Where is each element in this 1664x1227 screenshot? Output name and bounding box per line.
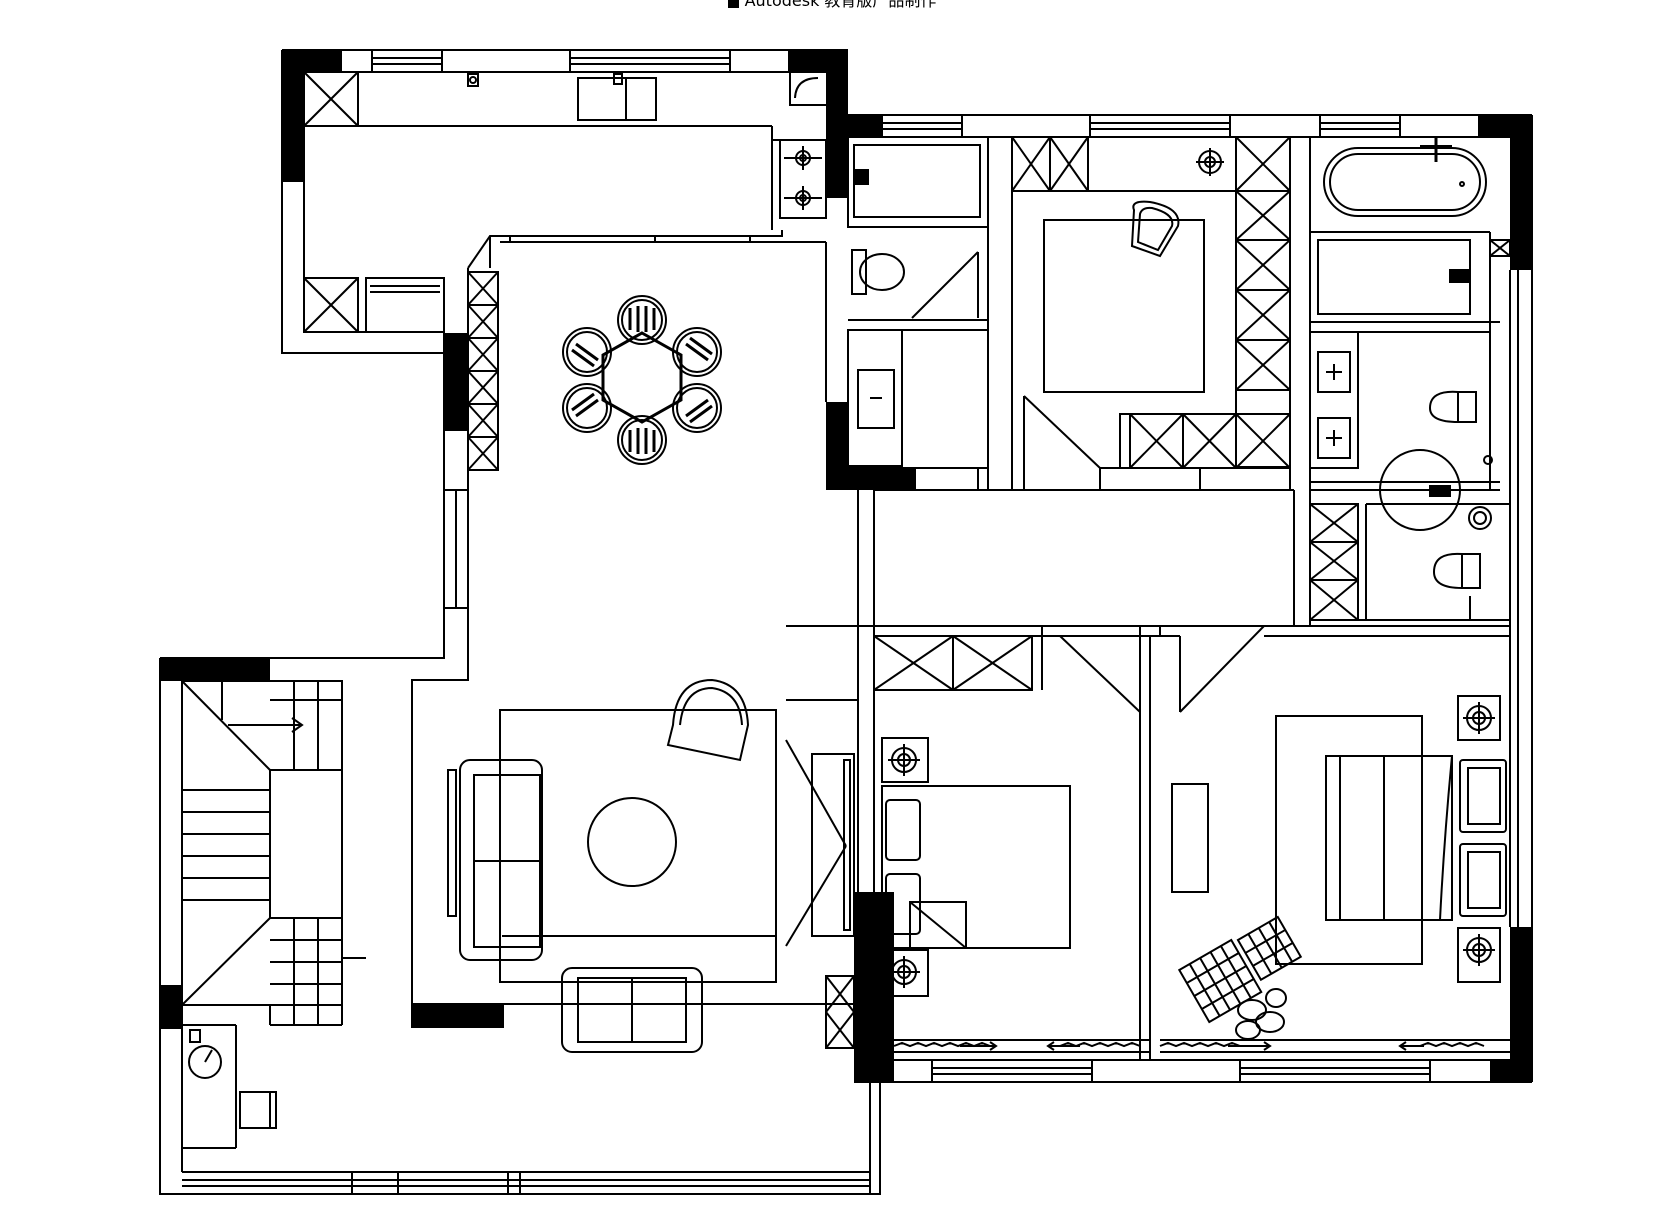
master-bathroom	[1309, 137, 1511, 531]
bathroom-1	[847, 136, 989, 490]
bedroom-top	[1011, 136, 1291, 490]
staircase	[181, 680, 366, 1149]
kitchen	[303, 71, 827, 333]
living-area	[412, 489, 1294, 1060]
outer-walls	[159, 49, 1533, 1195]
bedroom-3	[1150, 625, 1510, 1053]
dining-area	[467, 230, 827, 471]
dining-chairs	[562, 295, 722, 465]
watermark: Autodesk 教育版产品制作	[0, 0, 1664, 12]
bedroom-2	[873, 626, 1151, 1060]
bathroom-2	[1293, 490, 1510, 627]
watermark-text-wrap: Autodesk 教育版产品制作	[0, 0, 1664, 11]
autodesk-logo-icon	[727, 0, 739, 8]
watermark-text: Autodesk 教育版产品制作	[744, 0, 937, 10]
